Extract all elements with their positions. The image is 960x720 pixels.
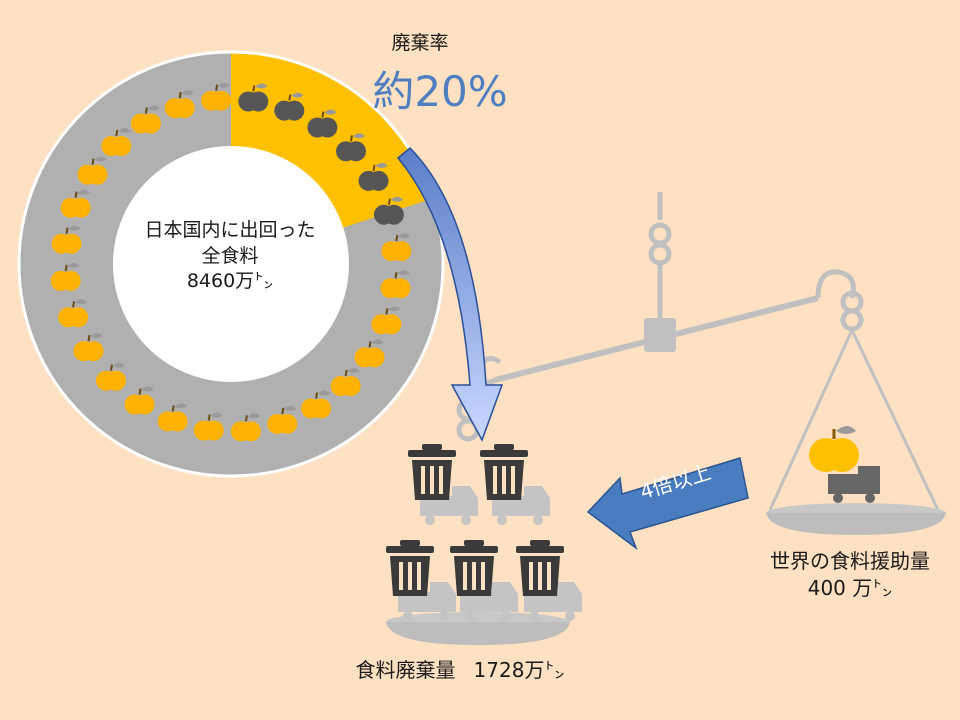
apple-icon (60, 189, 91, 218)
truck-icon (420, 486, 478, 525)
apple-icon (124, 386, 155, 415)
food-waste-title: 食料廃棄量 (355, 658, 456, 682)
apple-icon (809, 426, 859, 472)
waste-rate-title: 廃棄率 (391, 32, 449, 54)
apple-icon (381, 233, 412, 262)
flow-arrow (396, 146, 504, 442)
apple-icon (301, 390, 332, 419)
apple-icon (230, 413, 261, 442)
total-food-line1: 日本国内に出回った (144, 219, 316, 241)
aid-cargo (809, 426, 880, 503)
world-aid-title: 世界の食料援助量 (770, 549, 930, 573)
apple-icon (130, 105, 161, 134)
apple-icon (58, 299, 89, 328)
trash-bin-icon (386, 540, 434, 596)
scale-left-pan (386, 612, 570, 645)
apple-icon (201, 82, 232, 111)
scale-chain-link (648, 242, 672, 266)
truck-icon (398, 582, 456, 621)
apple-icon (354, 339, 385, 368)
apple-icon (336, 133, 366, 162)
apple-icon (358, 162, 389, 191)
trash-bin-icon (516, 540, 564, 596)
apple-icon (238, 83, 269, 112)
trash-bin-icon (408, 444, 456, 500)
apple-icon (267, 405, 298, 434)
food-waste-label: 食料廃棄量 1728万㌧ (300, 658, 620, 683)
apple-icon (274, 92, 305, 121)
truck-icon (828, 466, 880, 503)
apple-icon (73, 333, 104, 362)
apple-icon (380, 270, 411, 299)
waste-rate-value: 約20% (372, 67, 508, 116)
total-food-amount: 8460万㌧ (186, 270, 274, 293)
apple-icon (96, 362, 126, 391)
truck-icon (524, 582, 582, 621)
scale-right-string (768, 329, 854, 511)
apple-icon (77, 156, 108, 185)
food-waste-amount: 1728万㌧ (473, 658, 565, 682)
apple-ring (50, 82, 412, 442)
apple-icon (330, 368, 361, 396)
scale-pivot (644, 318, 676, 352)
scale-right-pan (766, 503, 946, 535)
truck-group (398, 486, 582, 621)
donut-ring (17, 50, 445, 478)
apple-icon (164, 90, 195, 119)
apple-icon (307, 109, 338, 138)
truck-icon (460, 582, 518, 621)
total-food-line2: 全食料 (201, 244, 259, 267)
apple-icon (157, 403, 188, 432)
apple-icon (371, 306, 402, 335)
scale-chain-link (648, 222, 672, 246)
scale-beam (494, 295, 819, 383)
total-food-label: 日本国内に出回った 全食料 8460万㌧ (120, 218, 340, 295)
apple-icon (101, 128, 132, 156)
world-aid-label: 世界の食料援助量 400 万㌧ (745, 548, 955, 602)
world-aid-amount: 400 万㌧ (807, 576, 893, 600)
scale-chain-link (840, 308, 864, 332)
apple-icon (50, 262, 81, 291)
apple-icon (373, 196, 404, 225)
scale-right-string (850, 329, 940, 511)
truck-icon (492, 486, 550, 525)
scale-right-hook (815, 269, 856, 299)
trash-bin-icon (450, 540, 498, 596)
apple-icon (193, 412, 224, 441)
comparison-arrow (586, 457, 749, 551)
apple-icon (51, 225, 82, 254)
trash-bin-icon (480, 444, 528, 500)
bin-group (386, 444, 564, 596)
